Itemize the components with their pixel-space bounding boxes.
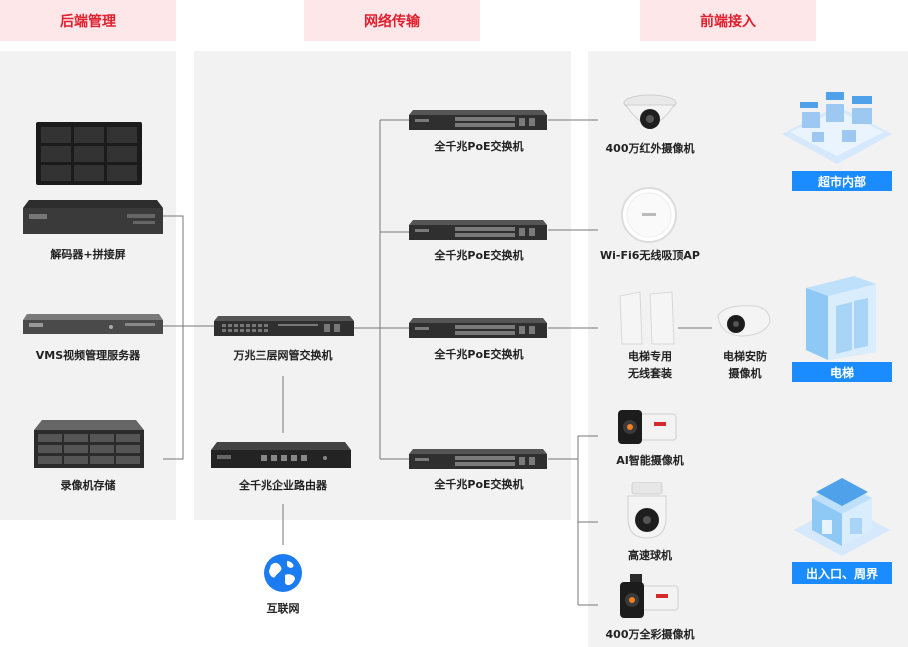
internet-label: 互联网 [266, 602, 300, 615]
elevator-camera-label: 电梯安防 摄像机 [723, 350, 767, 380]
poe-switch-3-label: 全千兆PoE交换机 [434, 348, 524, 361]
speed-dome-icon [627, 482, 667, 539]
vms-label: VMS视频管理服务器 [35, 349, 141, 362]
wifi-ap-icon [621, 187, 677, 243]
router-label: 全千兆企业路由器 [239, 479, 327, 492]
decoder-icon [23, 200, 163, 234]
header-backend: 后端管理 [0, 0, 176, 41]
decoder-label: 解码器+拼接屏 [50, 248, 126, 261]
tag-elevator: 电梯 [792, 362, 892, 382]
vms-server-icon [23, 314, 163, 334]
core-switch-icon [214, 316, 354, 336]
nvr-label: 录像机存储 [60, 479, 116, 492]
poe-switch-2-icon [409, 220, 547, 240]
header-frontend: 前端接入 [640, 0, 816, 41]
internet-globe-icon [264, 554, 302, 592]
poe-switch-1-icon [409, 110, 547, 130]
elevator-bridge-label: 电梯专用 无线套装 [628, 350, 672, 380]
ai-camera-icon [618, 410, 677, 444]
entrance-scene-icon [794, 478, 890, 556]
dome-camera-label: 400万红外摄像机 [605, 142, 695, 155]
ai-camera-label: AI智能摄像机 [616, 454, 684, 467]
elevator-bridge-icon [619, 291, 675, 345]
poe-switch-4-icon [409, 449, 547, 469]
poe-switch-4-label: 全千兆PoE交换机 [434, 478, 524, 491]
tag-supermarket: 超市内部 [792, 171, 892, 191]
speed-dome-label: 高速球机 [628, 549, 672, 562]
header-network: 网络传输 [304, 0, 480, 41]
dome-camera-icon [623, 94, 677, 129]
supermarket-scene-icon [782, 92, 892, 164]
wifi-ap-label: Wi-Fi6无线吸顶AP [600, 249, 700, 262]
poe-switch-2-label: 全千兆PoE交换机 [434, 249, 524, 262]
color-camera-icon [620, 574, 679, 618]
nvr-storage-icon [34, 420, 144, 468]
color-camera-label: 400万全彩摄像机 [605, 628, 695, 641]
router-icon [211, 442, 351, 468]
core-switch-label: 万兆三层网管交换机 [233, 349, 333, 362]
tag-entrance: 出入口、周界 [792, 562, 892, 584]
elevator-camera-icon [717, 305, 771, 337]
video-wall-icon [36, 122, 142, 185]
poe-switch-1-label: 全千兆PoE交换机 [434, 140, 524, 153]
elevator-scene-icon [806, 276, 876, 360]
poe-switch-3-icon [409, 318, 547, 338]
